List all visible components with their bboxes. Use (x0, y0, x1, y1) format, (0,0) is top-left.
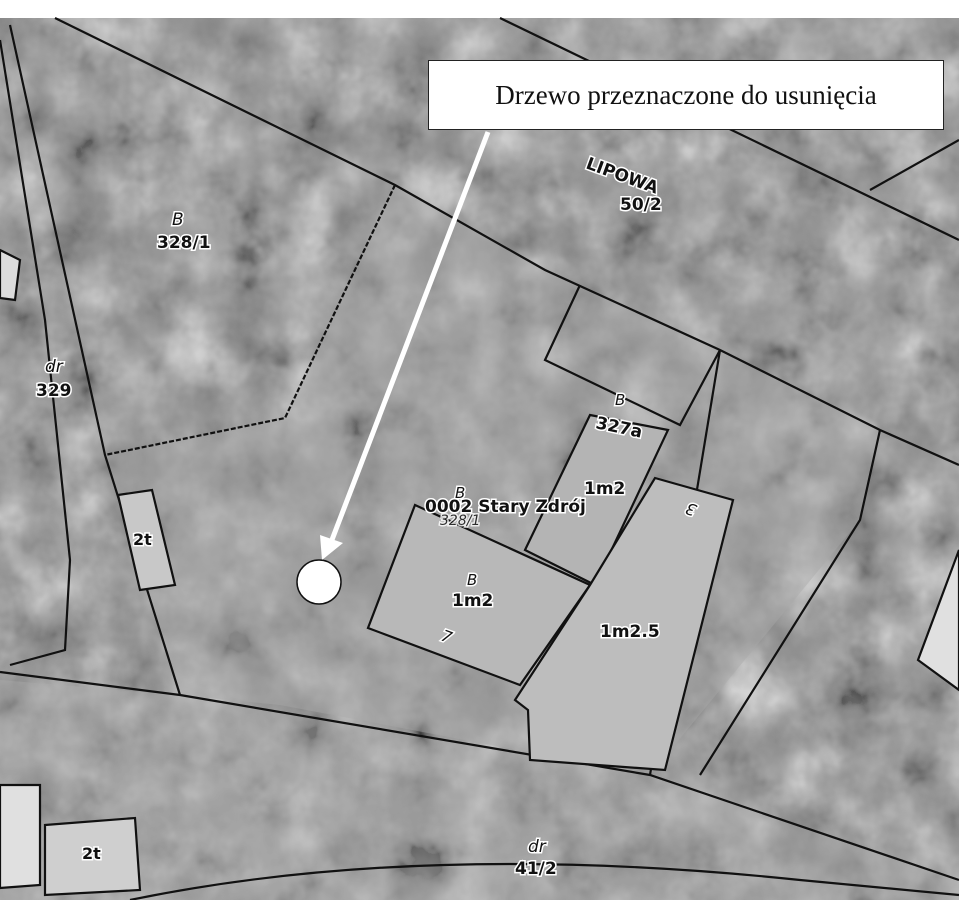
callout-text: Drzewo przeznaczone do usunięcia (495, 79, 877, 110)
label-road-bottom-class: dr (528, 837, 547, 857)
callout-box: Drzewo przeznaczone do usunięcia (428, 60, 944, 130)
boundary-327a (543, 284, 721, 427)
label-328-number: 328/1 (440, 513, 480, 529)
building-bottom-left (0, 783, 42, 890)
label-road-number: 329 (36, 381, 72, 401)
tree-marker-icon (296, 559, 342, 605)
buildings (0, 248, 959, 897)
label-building-main: 1m2 (452, 591, 493, 611)
building-main-1m2 (366, 503, 592, 687)
label-parcel-b-number: 328/1 (157, 233, 211, 253)
boundary-lipowa-east (869, 139, 959, 191)
boundary-north (54, 17, 959, 467)
label-327-class: B (615, 391, 625, 409)
label-building-right: 1m2.5 (600, 622, 660, 642)
label-road-class: dr (45, 357, 64, 377)
shed-bottom-2t (43, 816, 142, 897)
boundary-inner-left (104, 184, 396, 457)
shed-left-2t (116, 488, 177, 592)
label-building-main-class: B (467, 571, 477, 589)
building-right-1m2-5 (513, 476, 735, 772)
label-street-parcel: 50/2 (620, 195, 662, 215)
label-shed-left: 2t (133, 530, 152, 549)
boundary-far-right (699, 429, 882, 776)
building-left-edge (0, 248, 22, 302)
label-building-small: 1m2 (584, 479, 625, 499)
parcel-boundaries (0, 17, 959, 900)
label-road-bottom-number: 41/2 (515, 859, 557, 879)
road-strip-bottom (0, 680, 959, 900)
label-328-class: B (455, 484, 465, 502)
label-precinct: 0002 Stary Zdrój (425, 497, 586, 517)
pointer-arrow (320, 131, 491, 560)
boundary-west-road-2 (0, 39, 72, 667)
boundary-south (0, 670, 959, 882)
road-curve-bottom (129, 862, 959, 900)
building-right-edge (916, 549, 959, 692)
top-white-strip (0, 0, 959, 18)
label-parcel-b-class: B (172, 210, 184, 230)
label-shed-bottom: 2t (82, 844, 101, 863)
